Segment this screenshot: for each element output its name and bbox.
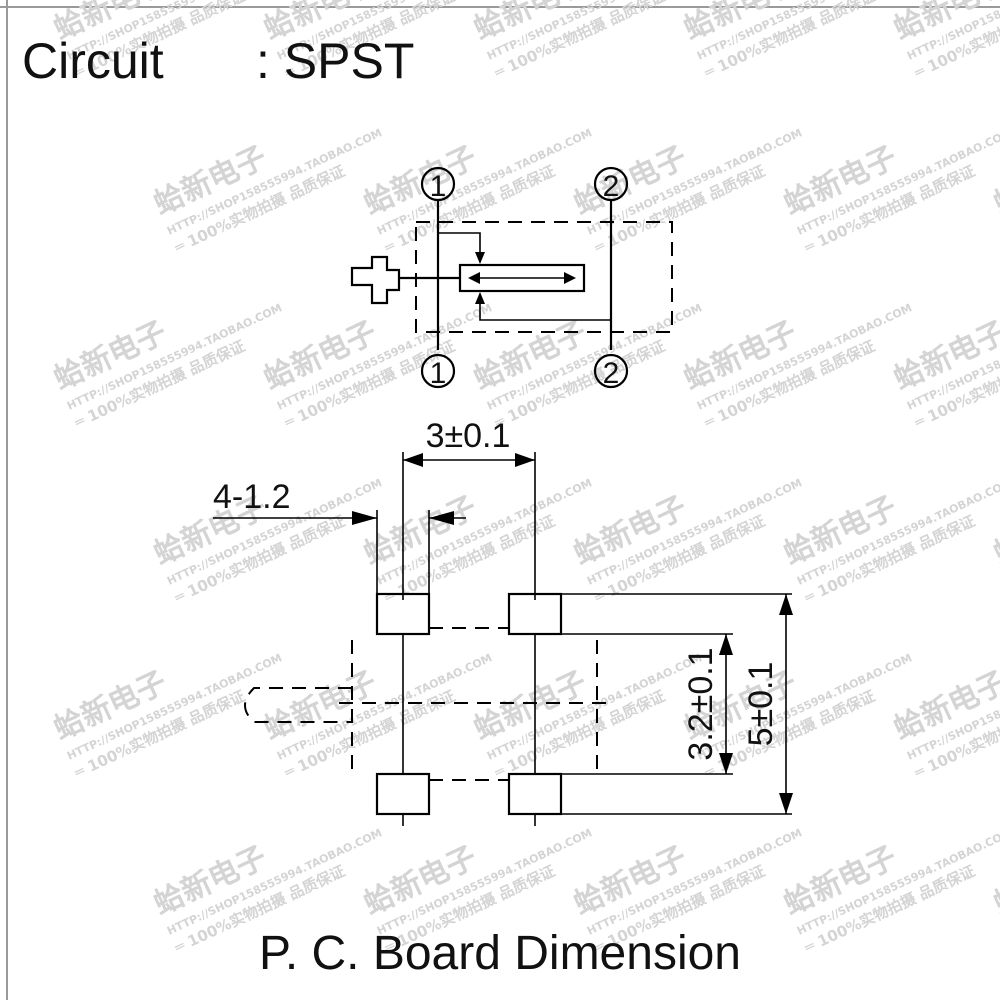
pad-bottom-left — [375, 772, 431, 816]
wire-arrow-2 — [475, 292, 485, 304]
terminal-1-top: 1 — [420, 166, 456, 203]
circuit-title: Circuit : SPST — [22, 32, 414, 90]
circuit-label: Circuit — [22, 33, 164, 89]
border-top — [0, 6, 1000, 8]
overall-vertical-label: 5±0.1 — [742, 662, 780, 747]
inner-arrow-top — [719, 634, 733, 655]
pad-bottom-right — [507, 772, 563, 816]
actuator-outline — [244, 687, 352, 723]
spst-schematic: 1 2 1 2 — [350, 166, 673, 390]
contact-arrow-right — [564, 272, 576, 284]
wire-terminal-2 — [479, 294, 611, 321]
pitch-arrow-right — [515, 453, 535, 467]
pad-arrow-left — [352, 511, 377, 525]
terminal-2-top-label: 2 — [603, 170, 620, 203]
contact-bar — [458, 263, 586, 293]
pad-note-label: 4-1.2 — [213, 478, 291, 516]
wire-arrow-1 — [475, 252, 485, 264]
circuit-type: : SPST — [256, 33, 415, 89]
border-left — [6, 0, 8, 1000]
terminal-1-bottom: 1 — [420, 353, 456, 390]
pad-arrow-right — [429, 511, 454, 525]
actuator-symbol — [350, 255, 401, 305]
terminal-2-bottom-label: 2 — [603, 357, 620, 390]
contact-arrow-left — [468, 272, 480, 284]
pcb-dimension-title: P. C. Board Dimension — [258, 927, 741, 980]
terminal-2-bottom: 2 — [593, 353, 629, 390]
pcb-footprint: 3±0.1 4-1.2 — [213, 417, 793, 826]
pitch-arrow-left — [403, 453, 423, 467]
inner-arrow-bottom — [719, 753, 733, 774]
wire-terminal-1 — [438, 232, 481, 262]
terminal-1-bottom-label: 1 — [430, 357, 447, 390]
pitch-horizontal-label: 3±0.1 — [426, 417, 511, 455]
overall-arrow-bottom — [779, 793, 793, 814]
overall-arrow-top — [779, 594, 793, 615]
terminal-2-top: 2 — [593, 166, 629, 203]
terminal-1-top-label: 1 — [430, 170, 447, 203]
pitch-vertical-inner-label: 3.2±0.1 — [682, 647, 720, 760]
